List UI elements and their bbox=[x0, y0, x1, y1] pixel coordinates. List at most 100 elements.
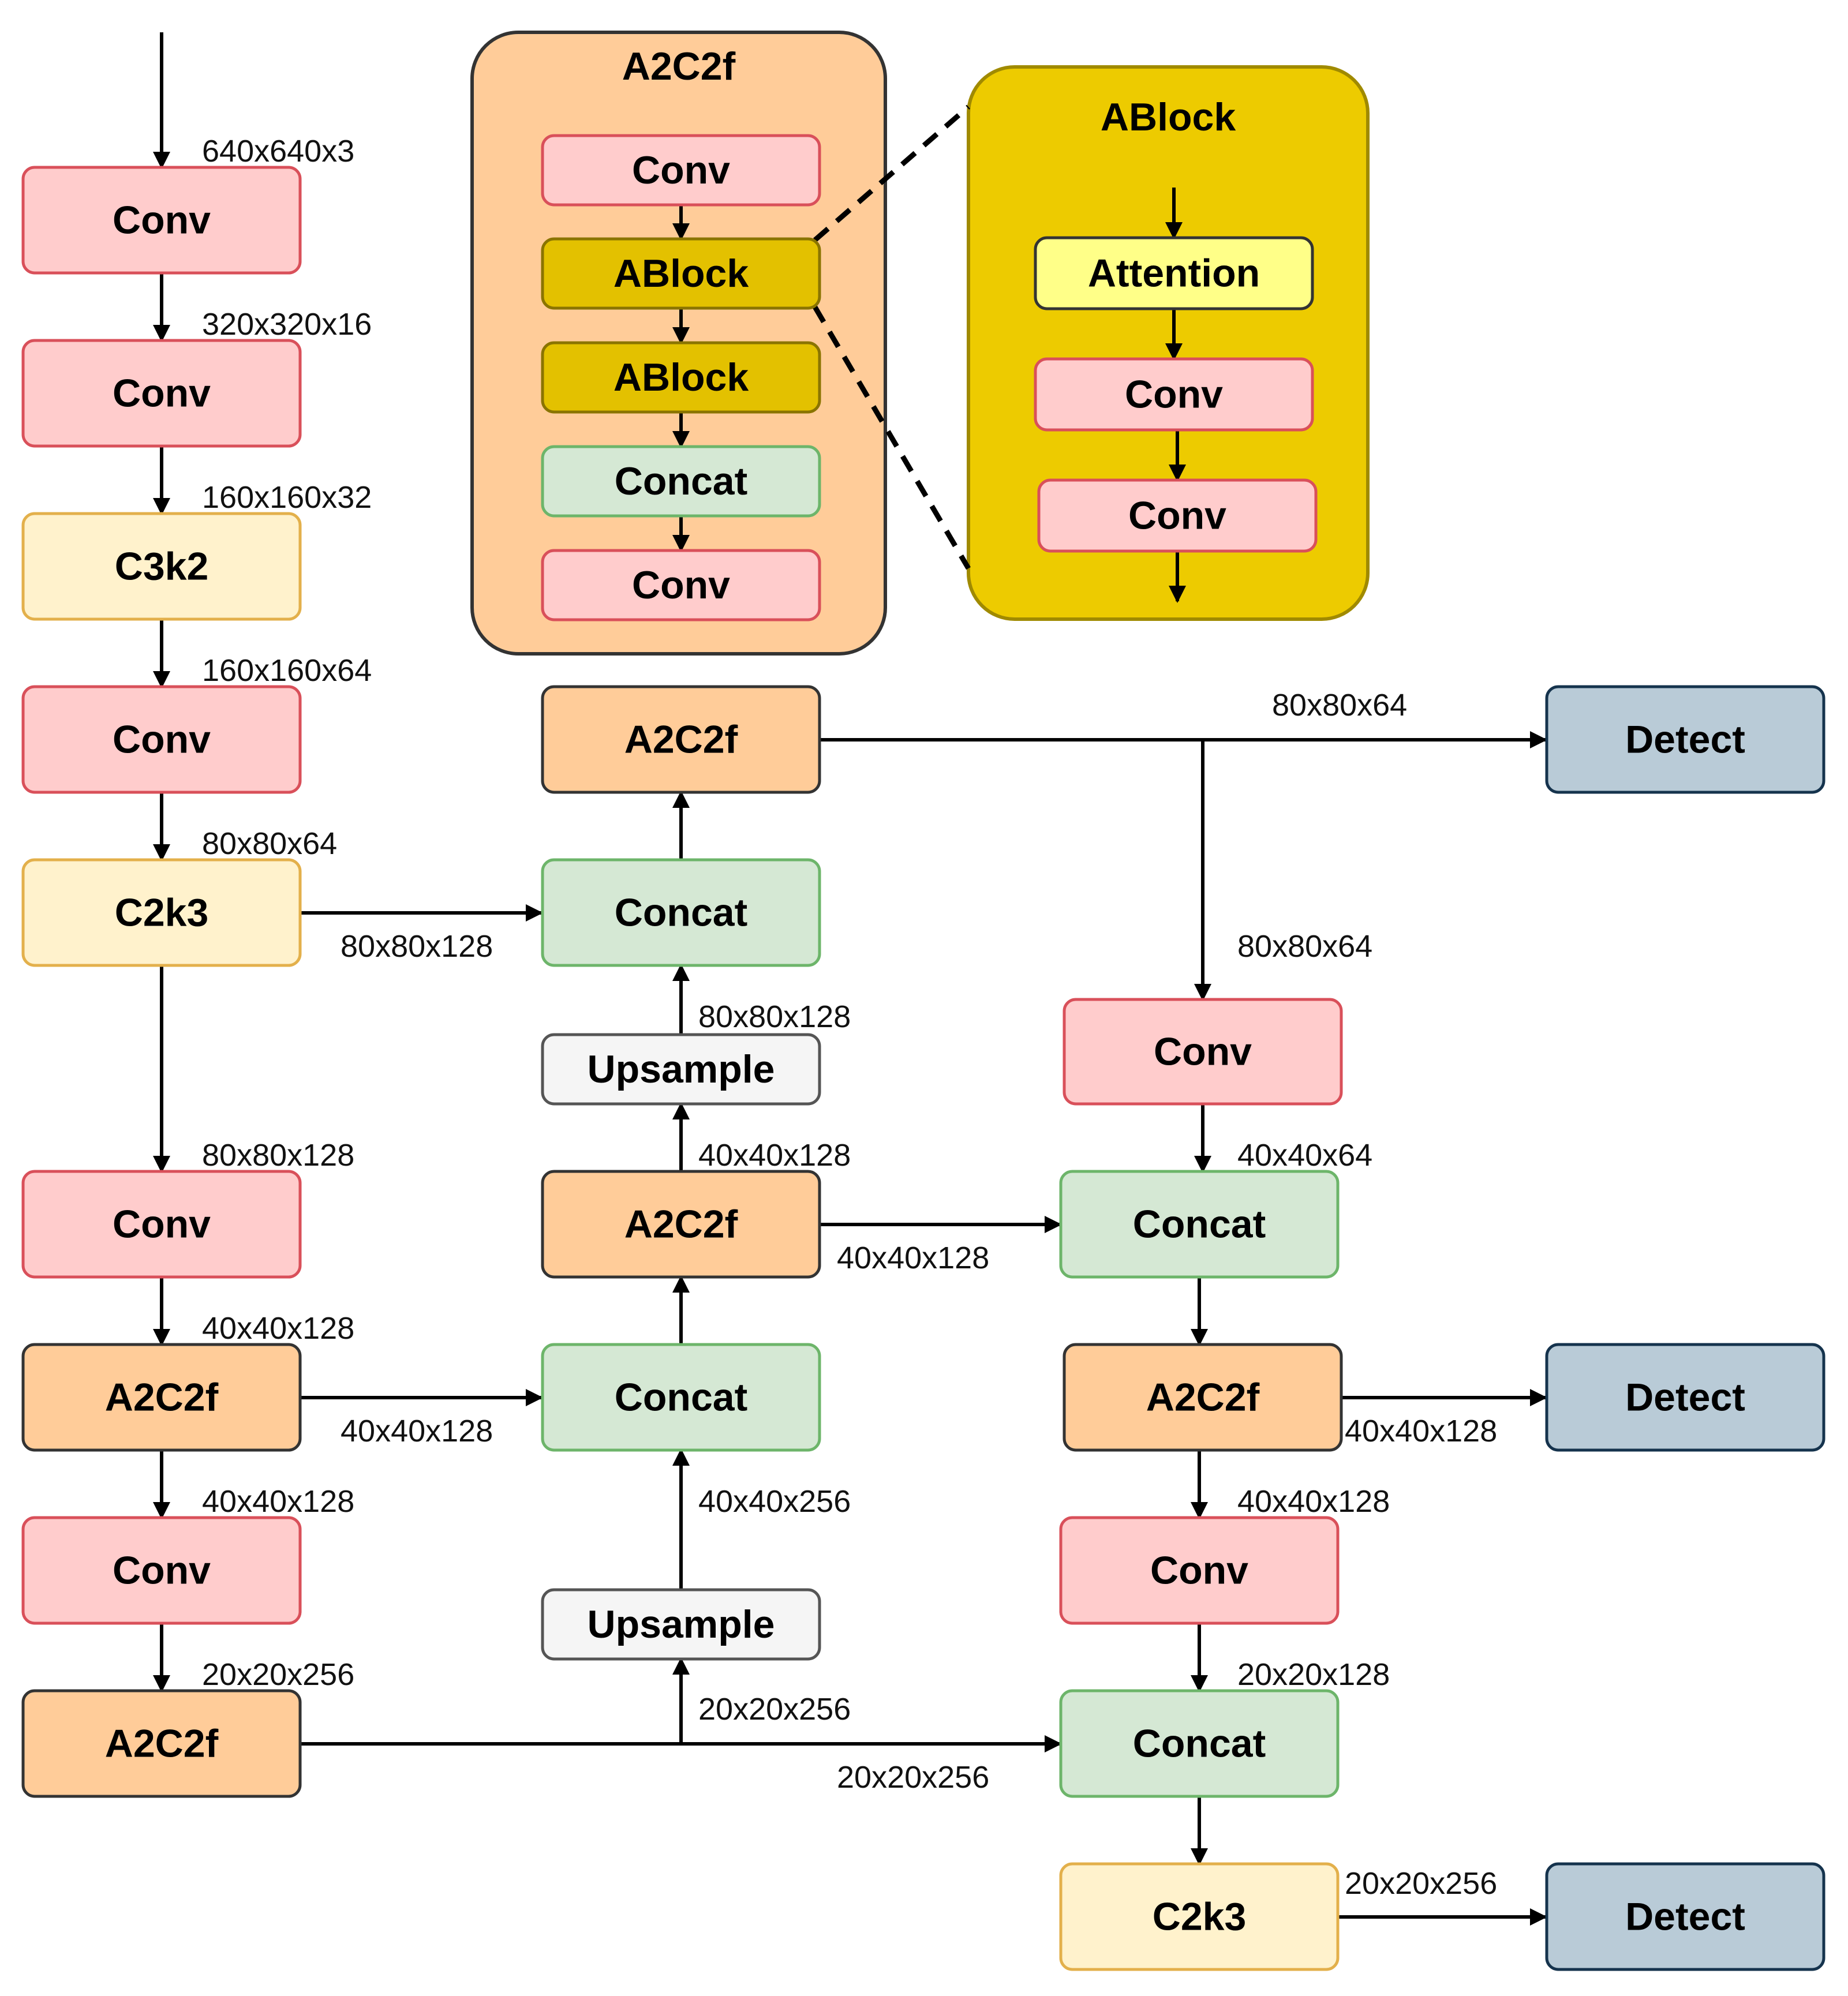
node-neck-concat-mid: Concat bbox=[541, 1343, 821, 1452]
node-head-c2k3: C2k3 bbox=[1059, 1862, 1340, 1971]
node-detail-ablock2: ABlock bbox=[541, 341, 821, 414]
node-box-head-concat1 bbox=[1059, 1170, 1340, 1279]
node-box-backbone-c3k2 bbox=[21, 512, 302, 621]
node-box-head-concat2 bbox=[1059, 1689, 1340, 1798]
node-neck-upsample-top: Upsample bbox=[541, 1033, 821, 1106]
node-label-neck-concat-top: Concat bbox=[615, 891, 747, 935]
node-backbone-conv3: Conv bbox=[21, 685, 302, 794]
node-label-backbone-conv4: Conv bbox=[113, 1203, 211, 1246]
node-backbone-conv4: Conv bbox=[21, 1170, 302, 1279]
node-box-detail-concat bbox=[541, 445, 821, 518]
node-detail-conv1: Conv bbox=[541, 134, 821, 207]
node-box-backbone-c2k3 bbox=[21, 858, 302, 967]
label-a2c2f2-right: 20x20x256 bbox=[837, 1760, 989, 1795]
node-backbone-a2c2f2: A2C2f bbox=[21, 1689, 302, 1798]
node-detect-top: Detect bbox=[1545, 685, 1825, 794]
node-backbone-conv5: Conv bbox=[21, 1516, 302, 1625]
node-backbone-a2c2f1: A2C2f bbox=[21, 1343, 302, 1452]
label-c3k2-out: 160x160x64 bbox=[202, 653, 372, 688]
node-box-backbone-a2c2f2 bbox=[21, 1689, 302, 1798]
node-label-backbone-conv2: Conv bbox=[113, 372, 211, 415]
node-detect-mid: Detect bbox=[1545, 1343, 1825, 1452]
label-a2c2f-mid-right: 40x40x128 bbox=[837, 1241, 989, 1275]
label-head-c2k3-right: 20x20x256 bbox=[1345, 1866, 1497, 1901]
node-label-ablock-conv1: Conv bbox=[1125, 373, 1223, 417]
node-ablock-conv1: Conv bbox=[1034, 357, 1314, 432]
node-neck-a2c2f-top: A2C2f bbox=[541, 685, 821, 794]
node-label-head-c2k3: C2k3 bbox=[1153, 1895, 1247, 1939]
label-head-a2c2f-down: 40x40x128 bbox=[1237, 1484, 1390, 1519]
label-head-a2c2f-right: 40x40x128 bbox=[1345, 1414, 1497, 1448]
node-label-backbone-c3k2: C3k2 bbox=[115, 545, 209, 589]
node-box-backbone-conv4 bbox=[21, 1170, 302, 1279]
node-box-ablock-conv2 bbox=[1037, 478, 1318, 553]
node-box-detail-ablock1 bbox=[541, 237, 821, 310]
node-box-ablock-attention bbox=[1034, 236, 1314, 310]
node-box-neck-a2c2f-mid bbox=[541, 1170, 821, 1279]
label-upsample-top-out: 80x80x128 bbox=[698, 999, 851, 1034]
node-label-detail-conv2: Conv bbox=[632, 563, 730, 607]
zoom-connector-bottom bbox=[813, 305, 971, 570]
node-box-ablock-conv1 bbox=[1034, 357, 1314, 432]
label-upsample-bottom-out: 40x40x256 bbox=[698, 1484, 851, 1519]
node-backbone-c2k3: C2k3 bbox=[21, 858, 302, 967]
node-label-detect-top: Detect bbox=[1625, 718, 1745, 762]
node-box-neck-concat-top bbox=[541, 858, 821, 967]
node-label-backbone-conv1: Conv bbox=[113, 199, 211, 242]
node-label-ablock-attention: Attention bbox=[1088, 252, 1260, 295]
node-label-head-concat2: Concat bbox=[1133, 1722, 1266, 1766]
node-label-head-concat1: Concat bbox=[1133, 1203, 1266, 1246]
label-a2c2f-top-right: 80x80x64 bbox=[1272, 688, 1407, 722]
label-a2c2f-top-down: 80x80x64 bbox=[1237, 929, 1372, 964]
node-box-neck-concat-mid bbox=[541, 1343, 821, 1452]
label-c2k3-to-concat: 80x80x128 bbox=[341, 929, 493, 964]
node-label-neck-upsample-bottom: Upsample bbox=[588, 1602, 775, 1646]
node-box-detail-conv2 bbox=[541, 549, 821, 621]
node-box-head-c2k3 bbox=[1059, 1862, 1340, 1971]
node-box-detail-ablock2 bbox=[541, 341, 821, 414]
node-backbone-c3k2: C3k2 bbox=[21, 512, 302, 621]
node-head-a2c2f: A2C2f bbox=[1063, 1343, 1343, 1452]
node-box-neck-upsample-top bbox=[541, 1033, 821, 1106]
node-box-neck-upsample-bottom bbox=[541, 1588, 821, 1661]
node-detect-bottom: Detect bbox=[1545, 1862, 1825, 1971]
node-box-detect-bottom bbox=[1545, 1862, 1825, 1971]
node-backbone-conv2: Conv bbox=[21, 339, 302, 448]
node-label-backbone-conv3: Conv bbox=[113, 718, 211, 762]
node-ablock-conv2: Conv bbox=[1037, 478, 1318, 553]
edges bbox=[153, 32, 1547, 1926]
label-c2k3-down: 80x80x128 bbox=[202, 1138, 354, 1173]
node-box-backbone-a2c2f1 bbox=[21, 1343, 302, 1452]
node-label-neck-concat-mid: Concat bbox=[615, 1376, 747, 1420]
node-box-backbone-conv1 bbox=[21, 166, 302, 275]
node-box-detect-top bbox=[1545, 685, 1825, 794]
label-conv5-out: 20x20x256 bbox=[202, 1657, 354, 1692]
zoom-connector-top bbox=[813, 104, 970, 242]
label-a2c2f2-up: 20x20x256 bbox=[698, 1692, 851, 1727]
node-label-head-conv1: Conv bbox=[1154, 1030, 1252, 1074]
label-head-conv2-out: 20x20x128 bbox=[1237, 1657, 1390, 1692]
node-label-neck-a2c2f-top: A2C2f bbox=[624, 718, 738, 762]
a2c2f-detail-title: A2C2f bbox=[622, 44, 736, 88]
node-box-head-conv1 bbox=[1063, 998, 1343, 1106]
label-conv1-out: 320x320x16 bbox=[202, 307, 372, 342]
node-label-backbone-conv5: Conv bbox=[113, 1549, 211, 1593]
label-head-conv1-out: 40x40x64 bbox=[1237, 1138, 1372, 1173]
node-head-conv2: Conv bbox=[1059, 1516, 1340, 1625]
node-head-concat1: Concat bbox=[1059, 1170, 1340, 1279]
node-label-detect-bottom: Detect bbox=[1625, 1895, 1745, 1939]
node-box-neck-a2c2f-top bbox=[541, 685, 821, 794]
node-label-detail-ablock1: ABlock bbox=[613, 252, 749, 295]
node-box-head-a2c2f bbox=[1063, 1343, 1343, 1452]
node-box-backbone-conv3 bbox=[21, 685, 302, 794]
node-box-backbone-conv2 bbox=[21, 339, 302, 448]
node-label-detail-conv1: Conv bbox=[632, 148, 730, 192]
node-label-neck-upsample-top: Upsample bbox=[588, 1047, 775, 1091]
label-input: 640x640x3 bbox=[202, 134, 354, 168]
node-head-concat2: Concat bbox=[1059, 1689, 1340, 1798]
label-a2c2f1-to-concat: 40x40x128 bbox=[341, 1414, 493, 1448]
node-label-ablock-conv2: Conv bbox=[1128, 494, 1226, 538]
node-label-head-a2c2f: A2C2f bbox=[1146, 1376, 1260, 1420]
